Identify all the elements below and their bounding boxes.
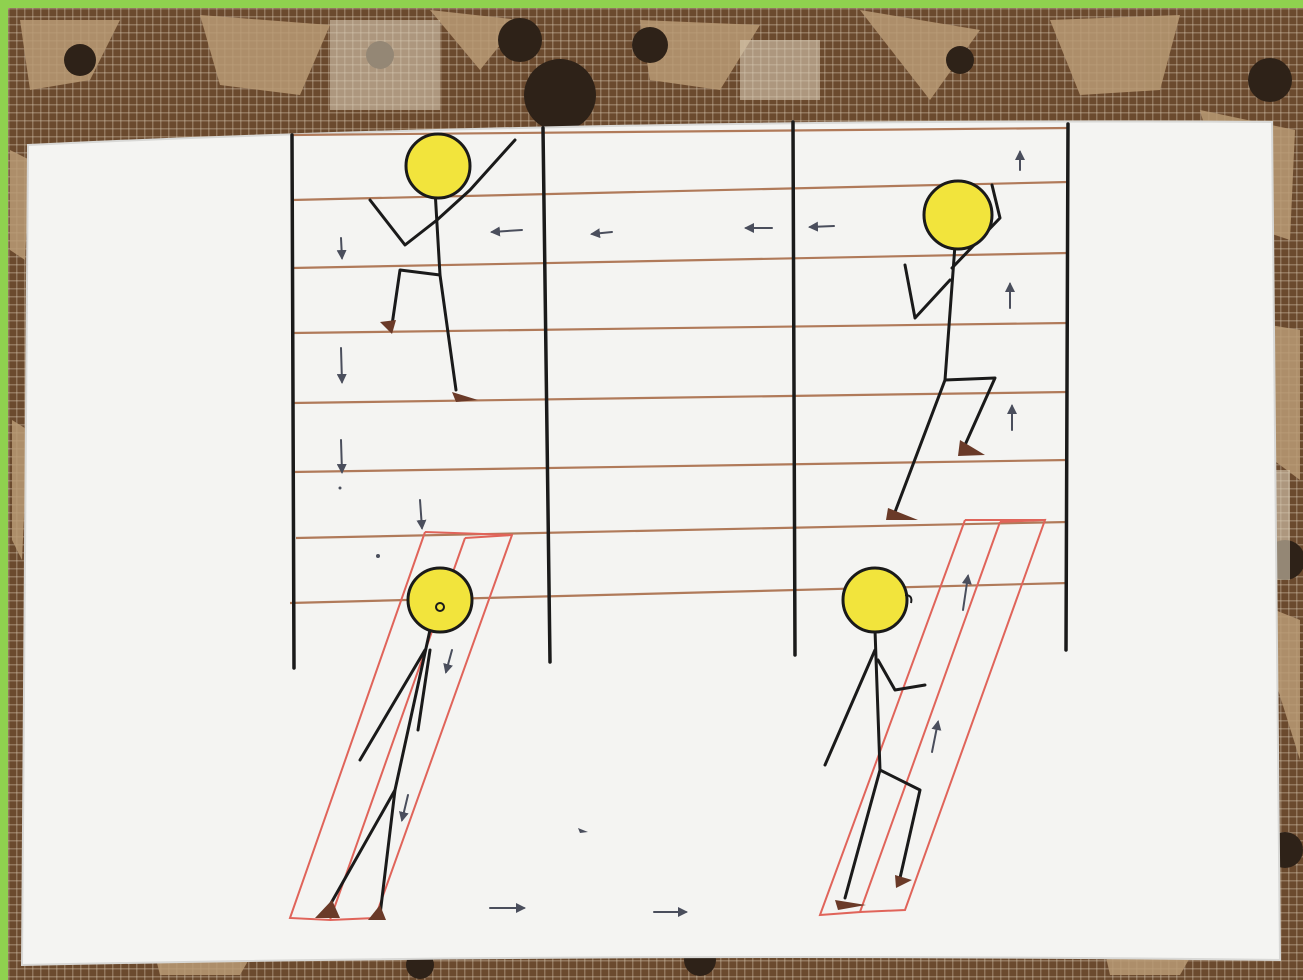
head-icon [924, 181, 992, 249]
head-icon [843, 568, 907, 632]
head-icon [406, 134, 470, 198]
arrow-down-icon [341, 440, 342, 472]
arrow-down-icon [341, 348, 342, 382]
paper-sheet [22, 121, 1280, 965]
head-icon [408, 568, 472, 632]
arrow-left-icon [810, 226, 834, 227]
arrow-down-icon [341, 238, 342, 258]
